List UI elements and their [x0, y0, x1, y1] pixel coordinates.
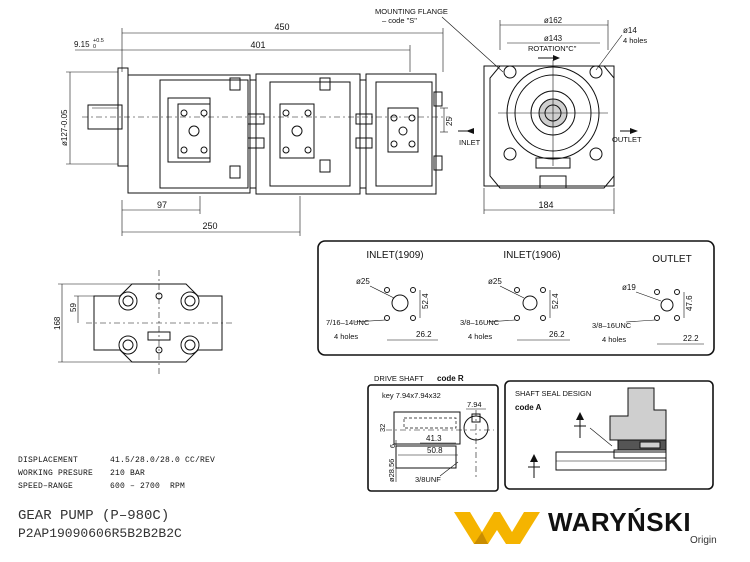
- port-outlet: OUTLET ø19 3/8–16UNC 4 holes 47.6 22.2: [592, 254, 704, 345]
- mounting-flange-code: – code "S": [382, 16, 417, 25]
- shaft-dim-413: 41.3: [426, 434, 442, 443]
- pump-front-view: MOUNTING FLANGE – code "S" ø162 ø143 ø14…: [375, 7, 647, 214]
- port-dim-v: 52.4: [551, 293, 560, 309]
- drive-shaft-title: DRIVE SHAFT: [374, 374, 424, 383]
- shaft-dim-794: 7.94: [467, 400, 482, 409]
- shaft-key: key 7.94x7.94x32: [382, 391, 441, 400]
- port-dim-h: 26.2: [416, 330, 432, 339]
- shaft-dim-32: 32: [378, 424, 387, 432]
- pump-bottom-view: 59 168: [53, 270, 232, 376]
- port-inlet-1909: INLET(1909) ø25 7/16–14UNC 4 holes 52.4 …: [326, 250, 438, 341]
- port-title: INLET(1906): [503, 250, 560, 261]
- shaft-seal-code: code A: [515, 403, 542, 412]
- shaft-thread: 3/8UNF: [415, 475, 441, 484]
- rotation-arrow-icon: [553, 55, 560, 61]
- dim-250: 250: [202, 221, 217, 231]
- shaft-dim-6: 6: [390, 444, 397, 448]
- port-dim-h: 26.2: [549, 330, 565, 339]
- inlet-label: INLET: [459, 138, 481, 147]
- port-thread: 7/16–14UNC: [326, 318, 370, 327]
- brand-sub: Origin: [690, 535, 717, 546]
- port-dim-h: 22.2: [683, 334, 699, 343]
- product-name: GEAR PUMP (P–980C): [18, 508, 170, 524]
- dim-97: 97: [157, 200, 167, 210]
- dim-143: ø143: [544, 34, 563, 43]
- port-dim-v: 52.4: [421, 293, 430, 309]
- port-title: INLET(1909): [366, 250, 423, 261]
- outlet-arrow-icon: [630, 128, 638, 134]
- port-thread: 3/8–16UNC: [592, 321, 632, 330]
- dim-162: ø162: [544, 16, 563, 25]
- port-holes: 4 holes: [468, 332, 492, 341]
- port-dim-v: 47.6: [685, 295, 694, 311]
- brand-logo: [454, 512, 540, 544]
- dim-flange-tol-plus: +0.5: [93, 38, 104, 44]
- dim-401: 401: [250, 40, 265, 50]
- dim-184: 184: [538, 200, 553, 210]
- port-dia: ø25: [356, 277, 370, 286]
- drive-shaft-detail: DRIVE SHAFT code R key 7.94x7.94x32 7.94…: [367, 374, 499, 492]
- mounting-flange-title: MOUNTING FLANGE: [375, 7, 448, 16]
- dim-shaft-dia: ø127-0.05: [60, 109, 69, 146]
- port-holes: 4 holes: [334, 332, 358, 341]
- logo-mark: [454, 512, 540, 544]
- shaft-seal-title: SHAFT SEAL DESIGN: [515, 389, 591, 398]
- dim-168: 168: [53, 316, 62, 330]
- port-holes: 4 holes: [602, 335, 626, 344]
- dim-flange-offset: 9.15: [74, 40, 90, 49]
- dim-25: 25: [445, 117, 454, 126]
- shaft-dim-dia: ø28.56: [387, 459, 396, 482]
- port-inlet-1906: INLET(1906) ø25 3/8–16UNC 4 holes 52.4 2…: [460, 250, 570, 341]
- ports-panel: INLET(1909) ø25 7/16–14UNC 4 holes 52.4 …: [317, 240, 715, 356]
- holes-4: 4 holes: [623, 36, 647, 45]
- dim-59: 59: [69, 303, 78, 312]
- port-title: OUTLET: [652, 254, 691, 265]
- shaft-dim-508: 50.8: [427, 446, 443, 455]
- drive-shaft-code: code R: [437, 374, 464, 383]
- pump-side-view: 450 401 9.15 +0.5 0: [60, 22, 481, 236]
- pressure-arrow-icon: [576, 412, 584, 420]
- dim-450: 450: [274, 22, 289, 32]
- shaft-seal-detail: SHAFT SEAL DESIGN code A: [504, 380, 714, 490]
- port-thread: 3/8–16UNC: [460, 318, 500, 327]
- brand-name: WARYŃSKI: [548, 507, 692, 537]
- leak-arrow-icon: [530, 454, 538, 462]
- product-model: P2AP19090606R5B2B2B2C: [18, 526, 182, 541]
- port-dia: ø25: [488, 277, 502, 286]
- port-dia: ø19: [622, 283, 636, 292]
- outlet-label: OUTLET: [612, 135, 642, 144]
- dim-flange-tol-zero: 0: [93, 44, 96, 50]
- dim-14: ø14: [623, 26, 637, 35]
- rotation-label: ROTATION"C": [528, 44, 577, 53]
